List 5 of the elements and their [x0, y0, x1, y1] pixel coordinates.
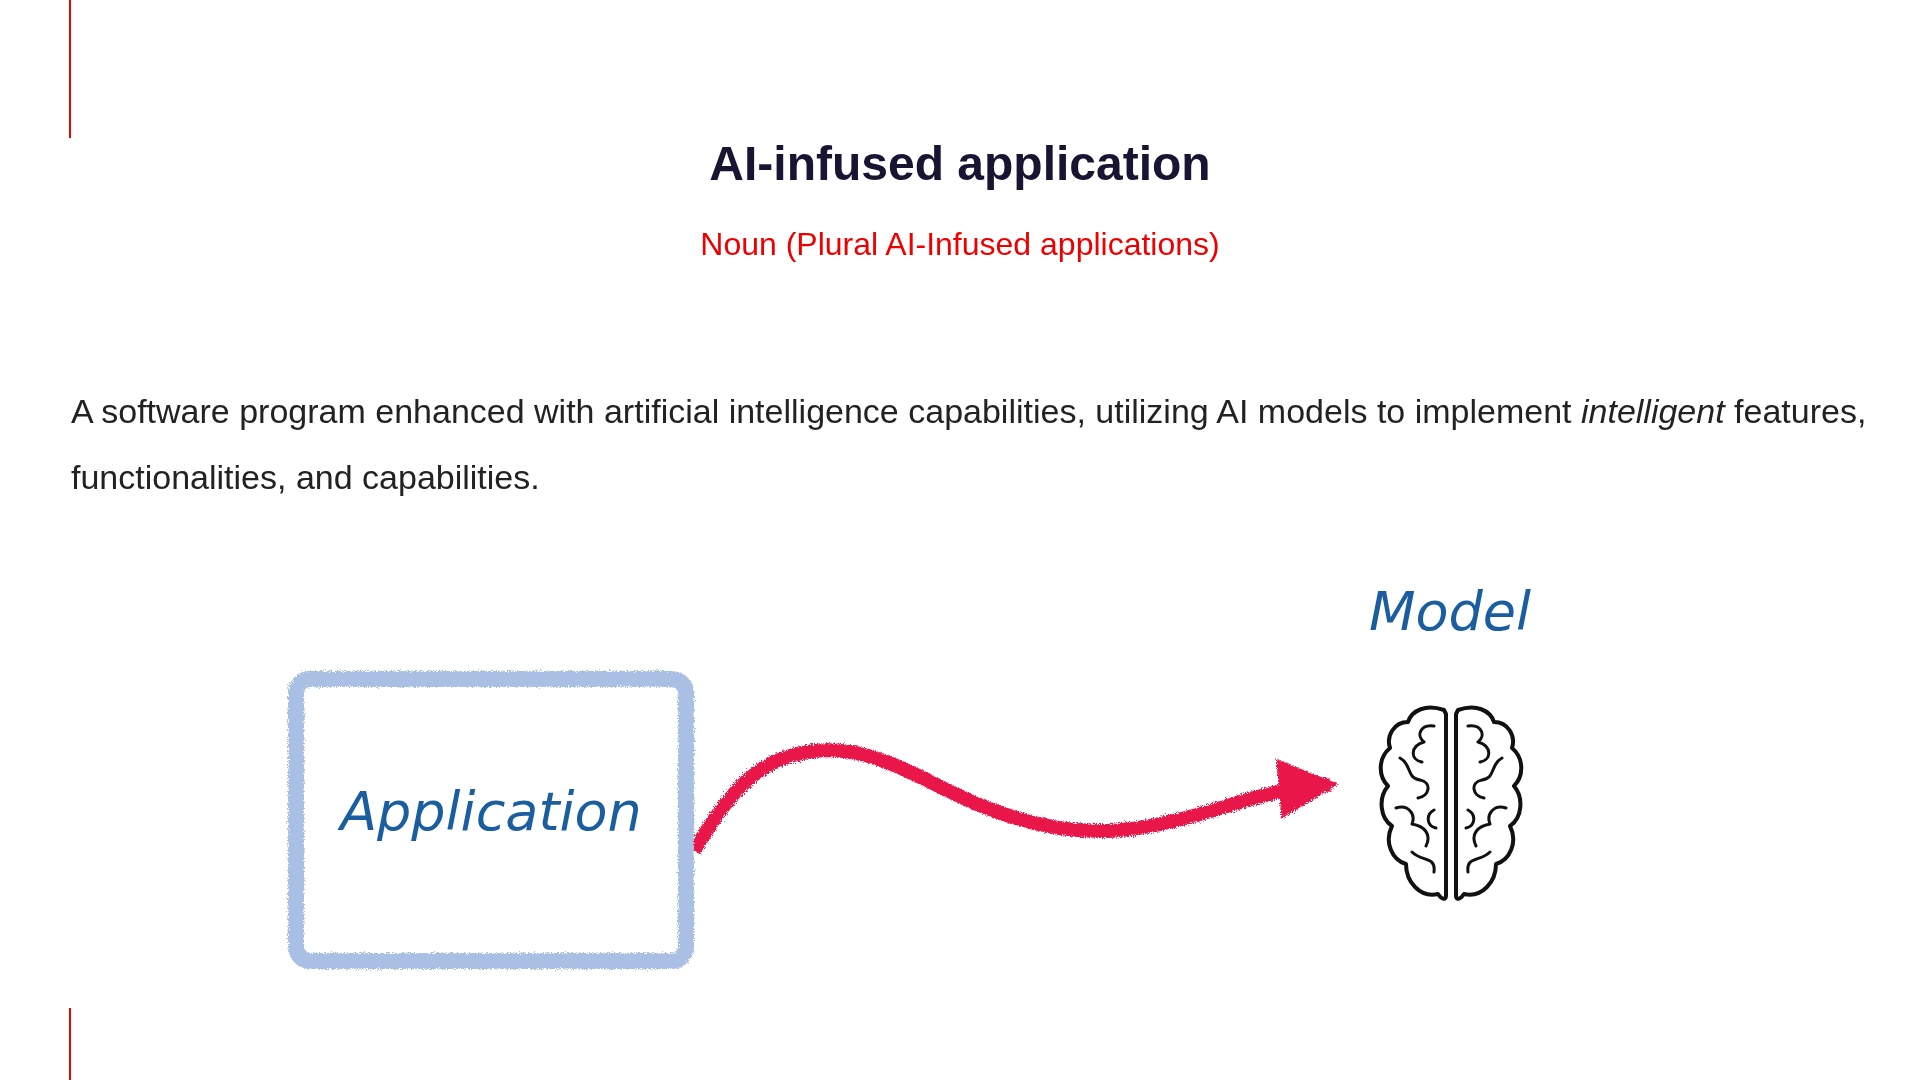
definition-text: A software program enhanced with artificial intelligence capabilities, utilizing AI models to implement intelligent features, functionalities, and capabilities.: [71, 391, 1868, 498]
node-label: Model: [1367, 580, 1533, 643]
node-label: Application: [284, 780, 698, 843]
title: AI-infused application: [708, 136, 1212, 191]
subtitle: Noun (Plural AI-Infused applications): [699, 226, 1221, 263]
